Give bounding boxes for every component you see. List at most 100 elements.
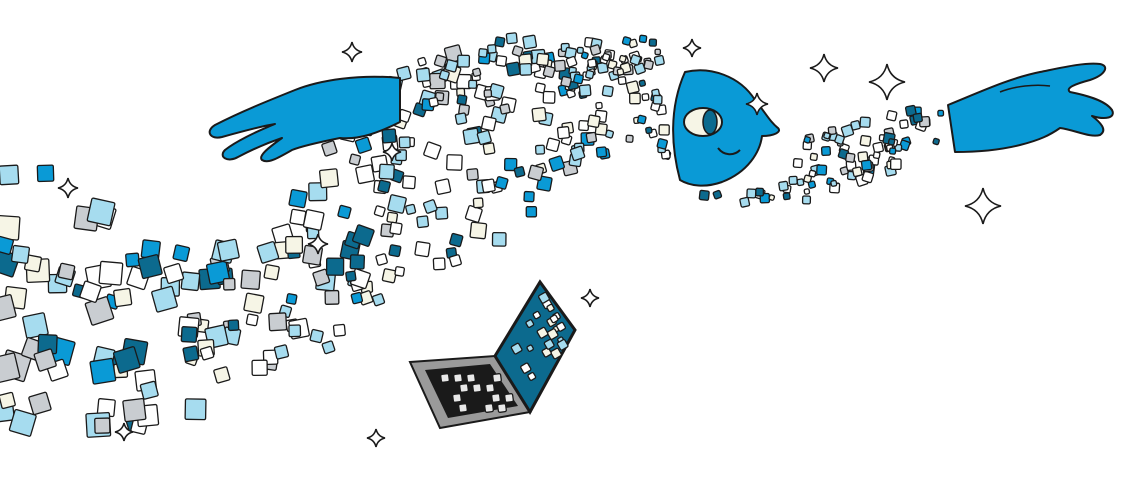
pixel-square [325,257,345,276]
screen-pixel [526,344,534,352]
pixel-square [324,289,340,305]
sparkle-icon [868,63,906,101]
pixel-square [0,164,20,186]
pixel-square [0,214,21,241]
pixel-square [617,76,627,86]
pixel-square [542,90,556,104]
pixel-square [803,188,811,195]
pixel-square [523,190,535,203]
sparkle-icon [57,177,79,199]
pixel-square [782,192,791,201]
pixel-square [446,154,463,171]
pixel-square [468,79,478,89]
screen-pixel [556,321,567,332]
pixel-square [33,348,57,372]
pixel-square [654,48,662,56]
pixel-square [454,112,468,125]
pixel-square [273,344,290,360]
pixel-square [469,221,488,240]
screen-pixel [538,291,550,304]
pixel-square [57,262,76,281]
pixel-square [36,164,55,183]
pixel-square [381,268,397,284]
pixel-square [932,137,940,146]
pixel-square [373,205,386,218]
pixel-square [587,114,601,128]
pixel-square [86,197,116,227]
pixel-square [803,174,812,184]
pixel-square [859,116,871,128]
pixel-square [112,346,141,374]
pixel-square [8,408,37,437]
pixel-square [860,159,873,171]
pixel-square [585,69,595,80]
pixel-square [645,126,653,135]
face [672,69,780,187]
pixel-square [601,52,611,62]
pixel-square [698,189,710,201]
pixel-square [625,80,640,95]
pixel-square [739,196,751,208]
pixel-square [511,45,524,57]
pixel-square [415,67,431,83]
pixel-square [585,131,598,144]
sparkle-icon [580,288,600,308]
pixel-square [653,54,665,66]
pixel-square [553,59,567,72]
pixel-square [576,46,584,54]
pixel-square [616,68,625,76]
pixel-square [350,291,364,305]
pixel-square [887,138,896,146]
pixel-square [337,204,352,220]
pixel-square [641,93,650,102]
pixel-square [151,285,178,313]
pixel-square [888,147,897,155]
pixel-square [803,135,812,144]
pixel-square [503,157,518,172]
pixel-square [466,168,479,181]
sparkle-icon [964,187,1002,225]
pixel-square [638,79,647,87]
laptop-screen-pixels [510,291,569,381]
sparkle-icon [745,92,769,116]
pixel-square [580,51,589,60]
pixel-square [240,269,261,290]
pixel-square [652,94,663,105]
pixel-square [827,126,837,136]
pixel-square [578,84,592,97]
pixel-square [638,34,648,44]
pixel-square [495,55,508,67]
laptop-key [466,373,476,383]
pixel-square [288,188,308,209]
screen-pixel [556,338,569,351]
pixel-square [595,146,608,158]
pixel-square [809,152,819,162]
laptop-key [484,403,494,413]
pixel-square [912,112,923,124]
pixel-square [387,194,407,214]
pixel-square [578,119,590,132]
pixel-square [245,313,259,327]
pixel-square [534,144,546,155]
pixel-square [796,178,805,187]
pixel-square [332,323,346,337]
pixel-square [839,166,849,176]
pixel-square [438,69,450,81]
pixel-square [349,254,366,270]
pixel-square [545,137,561,153]
pixel-square [243,292,265,314]
pixel-square [861,170,875,184]
pixel-square [422,199,438,214]
pixel-square [414,241,431,258]
pixel-square [778,180,789,192]
pixel-square [505,32,518,45]
screen-pixel [532,310,541,320]
sparkle-icon [341,41,363,63]
pixel-square [636,114,647,125]
pixel-square [371,293,386,307]
pixel-square [417,56,427,67]
laptop-key [492,373,502,383]
pixel-square [889,158,902,171]
pixel-square [904,104,917,117]
pixel-square [601,85,614,98]
